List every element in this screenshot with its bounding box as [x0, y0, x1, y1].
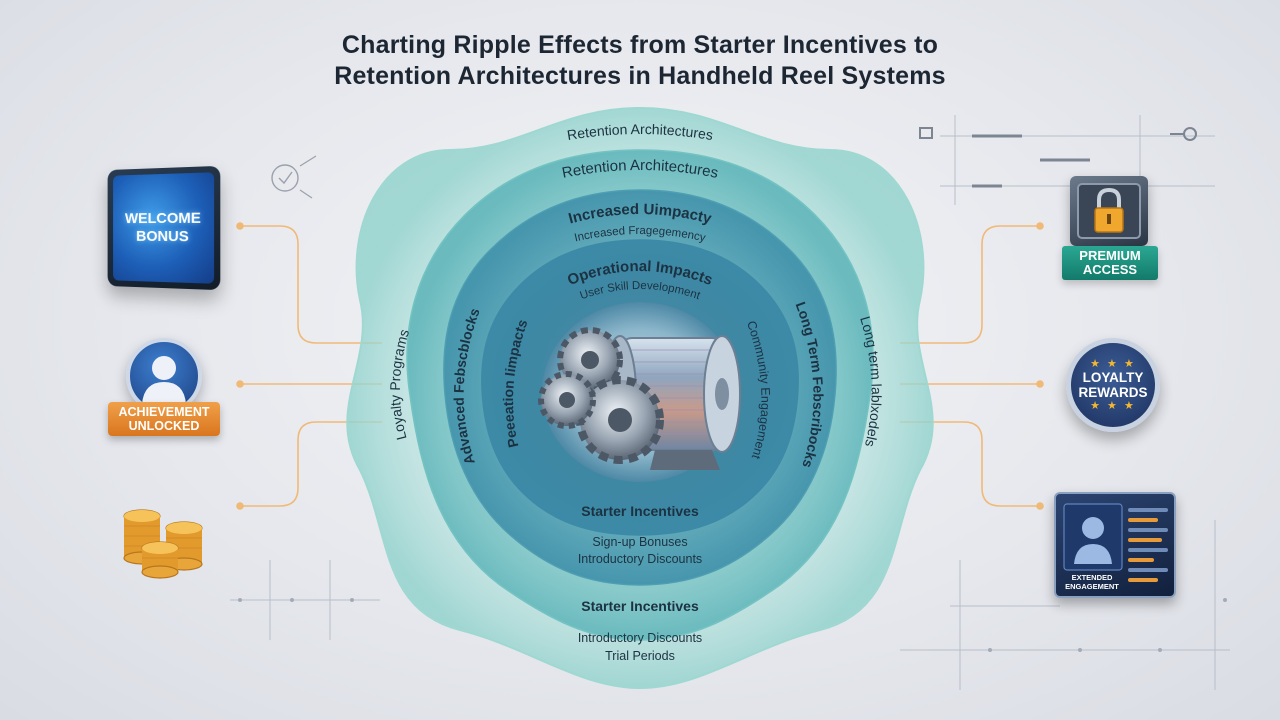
- label-outer-bottom-title: Starter Incentives: [581, 598, 699, 614]
- loyalty-rewards-medal: ★ ★ ★ LOYALTY REWARDS ★ ★ ★: [1066, 338, 1160, 432]
- label-inner-bottom-title: Starter Incentives: [581, 503, 699, 519]
- safe-box: [1070, 176, 1148, 246]
- loyalty-line-2: REWARDS: [1078, 385, 1148, 400]
- page-title: Charting Ripple Effects from Starter Inc…: [0, 30, 1280, 92]
- welcome-line-2: BONUS: [136, 228, 189, 246]
- premium-line-1: PREMIUM: [1079, 248, 1141, 263]
- engagement-line-1: EXTENDED: [1071, 573, 1113, 582]
- engagement-line-2: ENGAGEMENT: [1065, 581, 1119, 591]
- tablet-screen: WELCOME BONUS: [113, 172, 215, 284]
- connector-premium: [900, 225, 1040, 344]
- achievement-line-1: ACHIEVEMENT: [118, 405, 210, 419]
- label-outer-bottom-2: Trial Periods: [605, 649, 675, 663]
- star-icon-row-bottom: ★ ★ ★: [1090, 400, 1136, 412]
- connector-coins: [240, 421, 382, 507]
- connector-engagement: [900, 421, 1040, 507]
- achievement-badge: ACHIEVEMENT UNLOCKED: [108, 338, 228, 438]
- extended-engagement-card: EXTENDED ENGAGEMENT: [1054, 492, 1176, 598]
- label-inner-bottom-2: Introductory Discounts: [578, 552, 702, 566]
- decor-lines: [230, 115, 1230, 690]
- premium-tag: PREMIUM ACCESS: [1062, 246, 1158, 280]
- premium-access-badge: PREMIUM ACCESS: [1062, 176, 1160, 282]
- coin-stack-icon: [123, 509, 203, 579]
- title-line-2: Retention Architectures in Handheld Reel…: [334, 62, 946, 90]
- lock-icon: [1077, 183, 1141, 239]
- achievement-tag: ACHIEVEMENT UNLOCKED: [108, 402, 220, 436]
- reel-gear-icon: [538, 327, 741, 470]
- label-inner-bottom-1: Sign-up Bonuses: [592, 535, 687, 549]
- achievement-line-2: UNLOCKED: [128, 419, 200, 433]
- loyalty-line-1: LOYALTY: [1082, 370, 1144, 385]
- connector-welcome: [240, 225, 382, 344]
- profile-icon: [1063, 503, 1168, 582]
- premium-line-2: ACCESS: [1082, 262, 1138, 277]
- engagement-label: EXTENDED ENGAGEMENT: [1060, 573, 1124, 591]
- welcome-line-1: WELCOME: [124, 209, 201, 228]
- decor-dots: [238, 598, 1227, 652]
- star-icon-row-top: ★ ★ ★: [1090, 358, 1136, 370]
- title-line-1: Charting Ripple Effects from Starter Inc…: [341, 31, 939, 59]
- connector-lines: [236, 222, 1044, 510]
- label-outer-bottom-1: Introductory Discounts: [578, 631, 702, 645]
- welcome-bonus-tablet: WELCOME BONUS: [107, 165, 221, 291]
